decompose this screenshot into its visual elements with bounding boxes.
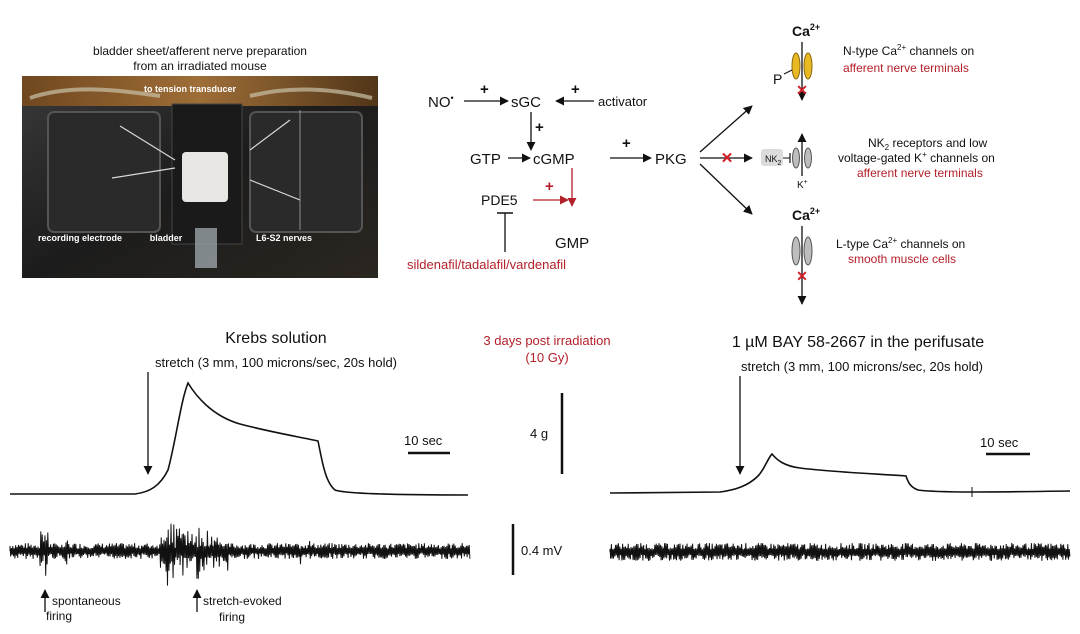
- node-no: NO•: [428, 93, 454, 111]
- evoked-line1: stretch-evoked: [203, 594, 282, 608]
- left-force-trace: [10, 381, 469, 496]
- ca-label-top: Ca2+: [792, 22, 820, 39]
- photo-caption-line1: bladder sheet/afferent nerve preparation: [93, 44, 307, 58]
- left-stretch-label: stretch (3 mm, 100 microns/sec, 20s hold…: [155, 355, 397, 370]
- node-gmp: GMP: [555, 235, 589, 252]
- node-activator: activator: [598, 94, 648, 109]
- block-x-ltype: ✕: [796, 268, 808, 284]
- spontaneous-line2: firing: [46, 609, 72, 623]
- plus-cgmp-pkg: +: [622, 135, 631, 152]
- left-title: Krebs solution: [225, 330, 326, 347]
- preparation-photo: [22, 76, 378, 278]
- phospho-label: P: [773, 71, 782, 87]
- spontaneous-line1: spontaneous: [52, 594, 121, 608]
- ltype-line1: L-type Ca2+ channels on: [836, 236, 965, 251]
- plus-activator: +: [571, 81, 580, 98]
- ntype-channel-right: [803, 52, 813, 80]
- right-title: 1 µM BAY 58-2667 in the perifusate: [732, 334, 984, 351]
- photo-label-transducer: to tension transducer: [144, 84, 237, 94]
- arrow-pkg-ntype: [699, 105, 753, 153]
- inhibitors-label: sildenafil/tadalafil/vardenafil: [407, 257, 566, 272]
- k-channel-left: [792, 147, 800, 169]
- right-time-scale-label: 10 sec: [980, 435, 1019, 450]
- nk-line2: voltage-gated K+ channels on: [838, 150, 995, 165]
- node-cgmp: cGMP: [533, 151, 575, 168]
- ntype-line2: afferent nerve terminals: [843, 61, 969, 75]
- ntype-line1: N-type Ca2+ channels on: [843, 43, 974, 58]
- plus-pde5: +: [545, 178, 554, 195]
- voltage-scale-label: 0.4 mV: [521, 543, 563, 558]
- photo-caption-line2: from an irradiated mouse: [133, 59, 267, 73]
- ltype-channel-left: [791, 236, 801, 266]
- nk2-receptor: [761, 149, 783, 166]
- force-scale-label: 4 g: [530, 426, 548, 441]
- left-nerve-trace: [9, 523, 471, 586]
- ca-label-bottom: Ca2+: [792, 206, 820, 223]
- nk-line3: afferent nerve terminals: [857, 166, 983, 180]
- ltype-channel-right: [803, 236, 813, 266]
- center-line1: 3 days post irradiation: [483, 333, 610, 348]
- block-x-ntype: ✕: [796, 82, 808, 98]
- ntype-channel-left: [791, 52, 801, 80]
- node-sgc: sGC: [511, 94, 541, 111]
- photo-label-electrode: recording electrode: [38, 233, 122, 243]
- nk2-label: NK2: [765, 154, 782, 167]
- evoked-line2: firing: [219, 610, 245, 624]
- right-nerve-trace: [609, 542, 1071, 561]
- node-gtp: GTP: [470, 151, 501, 168]
- plus-no-sgc: +: [480, 81, 489, 98]
- right-force-trace: [609, 452, 1071, 494]
- arrow-pkg-ltype: [699, 163, 753, 215]
- k-label: K+: [797, 179, 808, 191]
- node-pde5: PDE5: [481, 192, 518, 208]
- block-x-pkg: ✕: [721, 150, 734, 167]
- left-time-scale-label: 10 sec: [404, 433, 443, 448]
- photo-label-bladder: bladder: [150, 233, 183, 243]
- center-line2: (10 Gy): [525, 350, 568, 365]
- photo-label-nerves: L6-S2 nerves: [256, 233, 312, 243]
- right-stretch-label: stretch (3 mm, 100 microns/sec, 20s hold…: [741, 359, 983, 374]
- nk-line1: NK2 receptors and low: [868, 136, 988, 152]
- node-pkg: PKG: [655, 151, 687, 168]
- ltype-line2: smooth muscle cells: [848, 252, 956, 266]
- k-channel-right: [804, 147, 812, 169]
- plus-sgc: +: [535, 119, 544, 136]
